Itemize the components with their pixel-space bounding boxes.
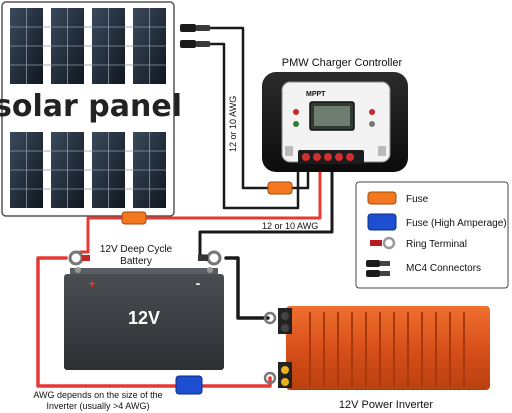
wire-gauge-label-vertical: 12 or 10 AWG <box>228 96 238 152</box>
fuse-high-amperage <box>175 375 203 395</box>
battery-inverter-negative-wire <box>224 256 270 320</box>
fuse-panel-line <box>267 181 293 195</box>
controller-lcd-screen <box>314 106 350 126</box>
legend-item: Fuse <box>367 191 429 205</box>
status-led <box>293 109 299 115</box>
inverter-wire-note-line2: Inverter (usually >4 AWG) <box>47 401 150 411</box>
charge-controller: MPPT <box>262 72 408 172</box>
battery: + - 12V <box>64 268 224 370</box>
panel-wire-1-tail <box>290 166 310 190</box>
usb-port <box>378 146 386 156</box>
battery-body <box>64 274 224 370</box>
inverter-caption: 12V Power Inverter <box>339 399 433 411</box>
solar-cells-top <box>10 8 166 84</box>
battery-positive-mark: + <box>88 277 95 291</box>
legend-item: MC4 Connectors <box>366 260 481 277</box>
controller-terminals <box>298 150 364 164</box>
inverter-wire-note-line1: AWG depends on the size of the <box>33 390 162 400</box>
usb-port <box>285 146 293 156</box>
mc4-connector-icon <box>366 260 380 267</box>
mc4-connectors-panel <box>180 24 210 48</box>
battery-caption-line1: 12V Deep Cycle <box>100 244 173 255</box>
controller-battery-positive-wire <box>78 166 322 254</box>
legend: Fuse Fuse (High Amperage) Ring Terminal … <box>355 181 509 289</box>
legend-item: Fuse (High Amperage) <box>367 213 507 231</box>
fuse-high-amperage-icon <box>367 213 397 231</box>
controller-battery-negative-wire <box>198 166 334 258</box>
status-led <box>369 121 375 127</box>
ring-terminal <box>263 311 277 325</box>
panel-wire-2 <box>208 42 300 210</box>
ring-terminal <box>263 371 277 385</box>
fuse-battery-line <box>121 211 147 225</box>
ring-terminals-battery <box>68 250 222 273</box>
ring-terminal-icon <box>370 240 382 246</box>
wire-gauge-label-horizontal: 12 or 10 AWG <box>262 221 318 231</box>
solar-panel-frame <box>1 1 175 217</box>
solar-panel-label: solar panel <box>0 89 182 124</box>
legend-box <box>355 181 509 289</box>
battery-negative-mark: - <box>196 275 201 291</box>
legend-label: Ring Terminal <box>406 239 467 250</box>
legend-item: Ring Terminal <box>370 236 467 250</box>
solar-panel: solar panel <box>0 1 182 217</box>
battery-caption-line2: Battery <box>120 256 152 267</box>
inverter-fins <box>309 312 465 386</box>
inverter-body <box>286 306 490 390</box>
controller-title: PMW Charger Controller <box>282 57 403 69</box>
fuse-icon <box>367 191 397 205</box>
controller-brand: MPPT <box>306 91 326 98</box>
status-led <box>369 109 375 115</box>
solar-cells-bottom <box>10 132 166 208</box>
legend-label: Fuse <box>406 194 429 205</box>
battery-face-label: 12V <box>128 308 160 328</box>
legend-label: MC4 Connectors <box>406 263 481 274</box>
panel-wire-1 <box>208 26 270 190</box>
status-led <box>293 121 299 127</box>
battery-lid <box>70 268 218 274</box>
power-inverter <box>278 306 490 390</box>
legend-label: Fuse (High Amperage) <box>406 218 507 229</box>
